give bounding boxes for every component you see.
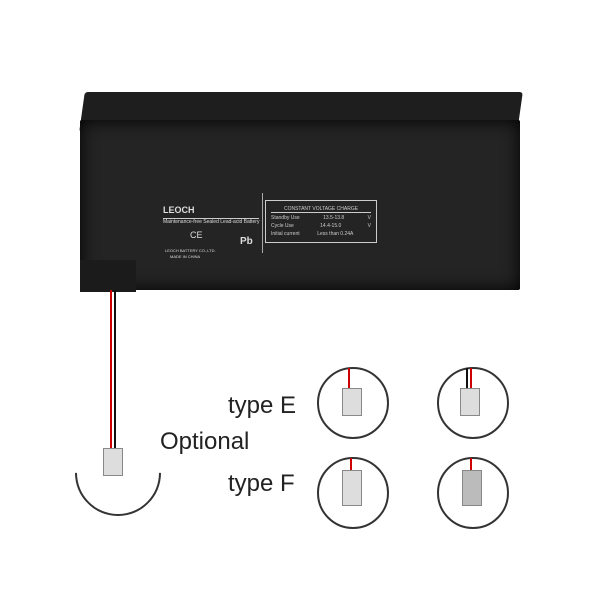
type-f-connector-back [437, 457, 509, 529]
connector-f1 [342, 470, 362, 506]
battery-body [80, 120, 520, 290]
red-wire [110, 290, 112, 450]
brand-logo: LEOCH [163, 205, 195, 215]
type-f-label: type F [228, 470, 295, 497]
label-divider [262, 193, 263, 253]
connector-f2 [462, 470, 482, 506]
spec-title: CONSTANT VOLTAGE CHARGE [271, 206, 371, 213]
type-e-connector-front [317, 367, 389, 439]
battery-terminal-ledge [80, 260, 136, 292]
type-f-connector-front [317, 457, 389, 529]
type-e-connector-back [437, 367, 509, 439]
made-in-text: MADE IN CHINA [170, 254, 201, 259]
connector-e1 [342, 388, 362, 416]
battery-subtitle: Maintenance-free Sealed Lead-acid Batter… [163, 218, 260, 225]
optional-label: Optional [160, 428, 250, 455]
pb-mark: Pb [240, 236, 253, 247]
maker-text: LEOCH BATTERY CO.,LTD. [165, 248, 216, 253]
black-wire [114, 290, 116, 450]
type-e-label: type E [228, 392, 297, 419]
connector-e2 [460, 388, 480, 416]
main-connector [103, 448, 123, 476]
ce-mark: CE [190, 230, 203, 240]
